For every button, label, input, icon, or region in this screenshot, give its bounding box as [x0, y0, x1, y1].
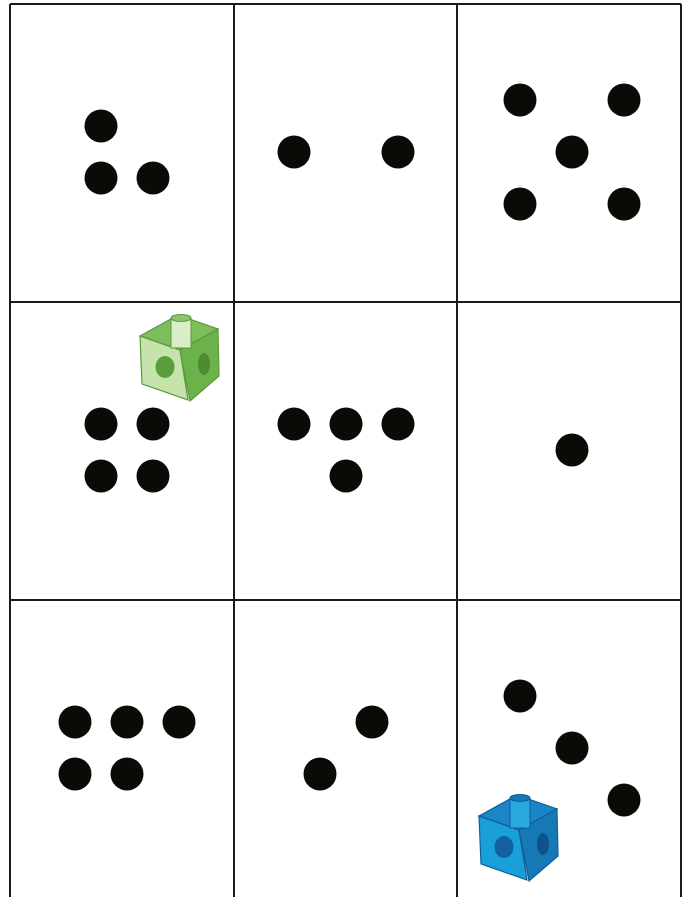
- card-3: [504, 84, 641, 221]
- dot: [330, 460, 363, 493]
- dot: [137, 162, 170, 195]
- dot: [111, 706, 144, 739]
- blue-cube-icon[interactable]: [479, 795, 558, 882]
- dot: [556, 732, 589, 765]
- dot: [85, 460, 118, 493]
- dot: [59, 758, 92, 791]
- dot: [608, 84, 641, 117]
- green-cube-icon[interactable]: [140, 315, 219, 402]
- dot: [556, 434, 589, 467]
- dot: [608, 784, 641, 817]
- dot: [163, 706, 196, 739]
- dot: [382, 136, 415, 169]
- dot: [504, 680, 537, 713]
- dot: [59, 706, 92, 739]
- dot: [330, 408, 363, 441]
- dot: [85, 162, 118, 195]
- card-4: [85, 408, 170, 493]
- dot: [85, 110, 118, 143]
- blue-cube-hole-front: [495, 836, 514, 858]
- dot: [556, 136, 589, 169]
- dot: [382, 408, 415, 441]
- blue-cube-peg-top: [510, 795, 530, 802]
- dot: [137, 460, 170, 493]
- dot: [278, 136, 311, 169]
- green-cube-hole-side: [198, 353, 210, 375]
- card-6: [556, 434, 589, 467]
- dot: [356, 706, 389, 739]
- dot: [111, 758, 144, 791]
- dot: [608, 188, 641, 221]
- green-cube-peg: [171, 318, 191, 348]
- card-7: [59, 706, 196, 791]
- dot: [137, 408, 170, 441]
- dot: [278, 408, 311, 441]
- dot: [504, 188, 537, 221]
- card-1: [85, 110, 170, 195]
- green-cube-peg-top: [171, 315, 191, 322]
- blue-cube-peg: [510, 798, 530, 828]
- card-2: [278, 136, 415, 169]
- dot: [304, 758, 337, 791]
- green-cube-hole-front: [156, 356, 175, 378]
- card-5: [278, 408, 415, 493]
- dot: [85, 408, 118, 441]
- dot: [504, 84, 537, 117]
- blue-cube-hole-side: [537, 833, 549, 855]
- card-8: [304, 706, 389, 791]
